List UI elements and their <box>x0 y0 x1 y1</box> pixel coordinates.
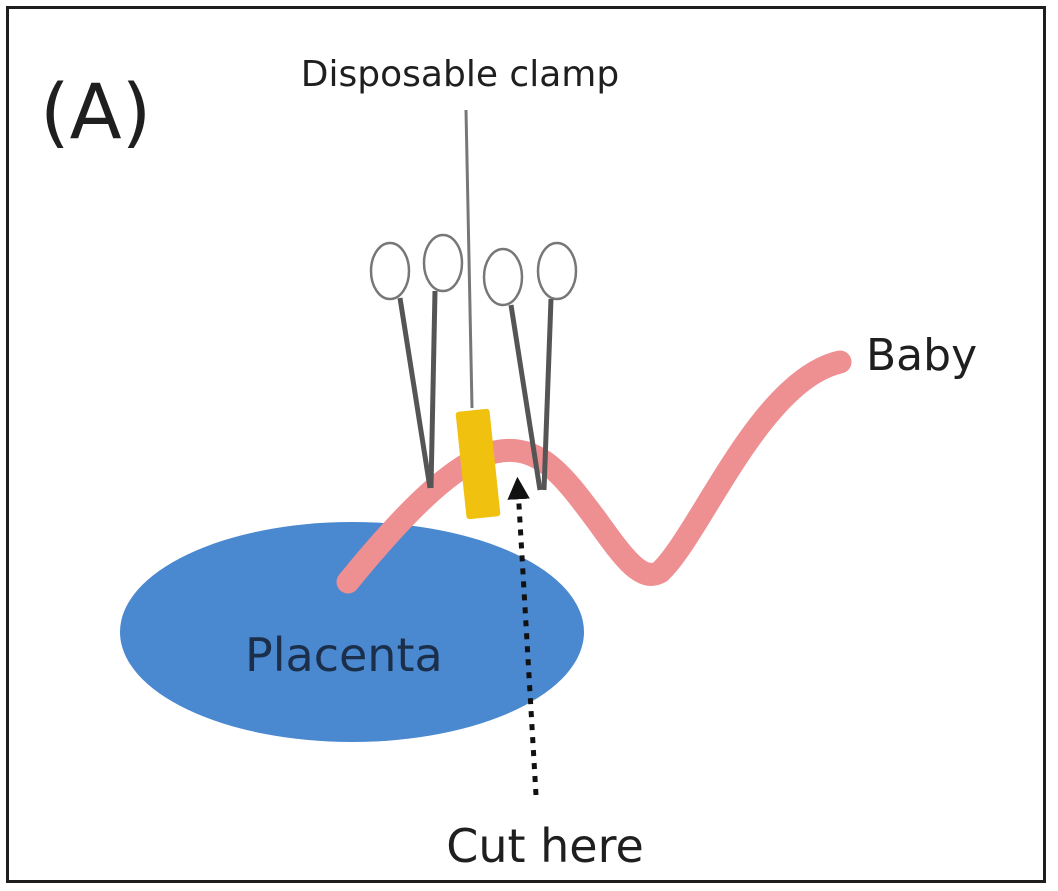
baby-label: Baby <box>866 330 977 381</box>
cut-here-label: Cut here <box>446 819 644 873</box>
clamp-pointer-line <box>466 110 472 408</box>
disposable-clamp <box>455 409 500 520</box>
clamp-label: Disposable clamp <box>301 54 619 95</box>
panel-label: (A) <box>40 67 151 156</box>
left-forceps-icon <box>371 235 462 488</box>
placenta-label: Placenta <box>245 628 443 682</box>
